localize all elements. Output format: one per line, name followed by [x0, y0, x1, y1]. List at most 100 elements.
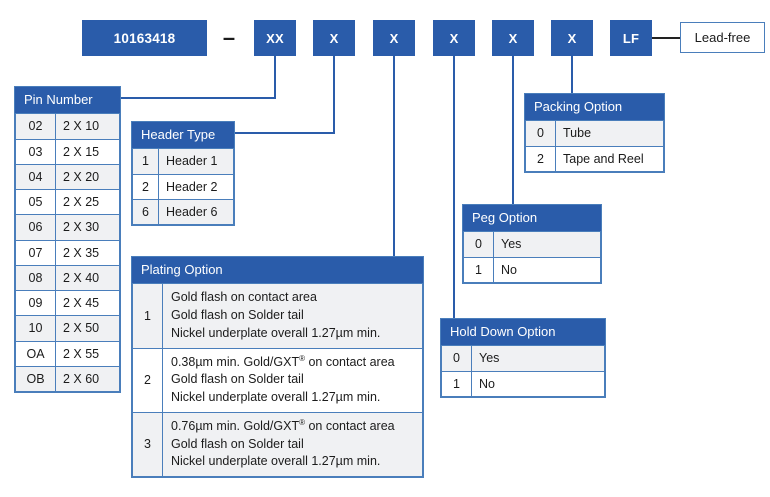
table-header-type-title: Header Type — [132, 122, 234, 149]
plating-option-detail-line: 0.76µm min. Gold/GXT® on contact area — [171, 417, 395, 433]
header-type-row-code: 2 — [132, 173, 159, 200]
pin-number-row-description: 2 X 55 — [55, 340, 120, 367]
connector-packing-option-vertical — [571, 56, 573, 93]
pin-number-row-description: 2 X 60 — [55, 365, 120, 393]
pin-number-row-description: 2 X 15 — [55, 138, 120, 165]
header-type-row-description: Header 1 — [158, 148, 234, 175]
segment-box-lead-free: LF — [610, 20, 652, 56]
connector-pin-number-horizontal — [100, 97, 276, 99]
pin-number-row-code: 10 — [15, 315, 56, 342]
peg-option-row-code: 0 — [463, 231, 494, 258]
pin-number-row-code: 06 — [15, 214, 56, 241]
plating-option-detail-line: Gold flash on Solder tail — [171, 308, 304, 322]
hold-down-option-row-code: 1 — [441, 370, 472, 397]
segment-box-pin-number: XX — [254, 20, 296, 56]
segment-box-peg-option: X — [492, 20, 534, 56]
segment-box-hold-down-option: X — [433, 20, 475, 56]
connector-peg-option-vertical — [512, 56, 514, 204]
connector-header-type-vertical — [333, 56, 335, 134]
pin-number-row-code: 09 — [15, 289, 56, 317]
hold-down-option-row-description: Yes — [471, 345, 605, 372]
pin-number-row-code: 02 — [15, 113, 56, 140]
pin-number-row-description: 2 X 40 — [55, 264, 120, 292]
table-peg-option-title: Peg Option — [463, 205, 601, 232]
pin-number-row-description: 2 X 20 — [55, 163, 120, 191]
table-hold-down-option-title: Hold Down Option — [441, 319, 605, 346]
pin-number-row-code: OB — [15, 365, 56, 393]
connector-lead-free — [652, 37, 680, 39]
plating-option-row-code: 3 — [132, 411, 163, 478]
pin-number-row-code: OA — [15, 340, 56, 367]
packing-option-row-description: Tube — [555, 120, 664, 147]
segment-box-plating-option: X — [373, 20, 415, 56]
plating-option-detail-line: Gold flash on Solder tail — [171, 436, 304, 451]
pin-number-row-code: 05 — [15, 188, 56, 216]
plating-option-detail-line: Gold flash on Solder tail — [171, 372, 304, 387]
segment-box-header-type: X — [313, 20, 355, 56]
pin-number-row-description: 2 X 25 — [55, 188, 120, 216]
table-plating-option-title: Plating Option — [132, 257, 423, 284]
separator-dash: – — [222, 25, 236, 50]
pin-number-row-description: 2 X 35 — [55, 239, 120, 266]
plating-option-row-code: 1 — [132, 283, 163, 349]
header-type-row-description: Header 6 — [158, 198, 234, 226]
connector-plating-option-vertical — [393, 56, 395, 257]
pin-number-row-code: 08 — [15, 264, 56, 292]
table-pin-number-title: Pin Number — [15, 87, 120, 114]
pin-number-row-description: 2 X 10 — [55, 113, 120, 140]
peg-option-row-description: Yes — [493, 231, 601, 258]
connector-hold-down-option-vertical — [453, 56, 455, 318]
table-packing-option-title: Packing Option — [525, 94, 664, 121]
header-type-row-code: 1 — [132, 148, 159, 175]
plating-option-detail-line: Gold flash on contact area — [171, 290, 317, 305]
packing-option-row-code: 0 — [525, 120, 556, 147]
connector-header-type-horizontal — [226, 132, 335, 134]
peg-option-row-code: 1 — [463, 256, 494, 283]
pin-number-row-description: 2 X 30 — [55, 214, 120, 241]
peg-option-row-description: No — [493, 256, 601, 283]
plating-option-detail-line: Nickel underplate overall 1.27µm min. — [171, 390, 381, 404]
segment-box-packing-option: X — [551, 20, 593, 56]
part-base-code-box: 10163418 — [82, 20, 207, 56]
packing-option-row-description: Tape and Reel — [555, 145, 664, 172]
pin-number-row-code: 07 — [15, 239, 56, 266]
hold-down-option-row-description: No — [471, 370, 605, 397]
lead-free-callout: Lead-free — [680, 22, 765, 53]
pin-number-row-code: 04 — [15, 163, 56, 191]
connector-pin-number-vertical — [274, 56, 276, 99]
plating-option-detail-line: Nickel underplate overall 1.27µm min. — [171, 325, 381, 340]
plating-option-detail-line: Nickel underplate overall 1.27µm min. — [171, 454, 381, 469]
